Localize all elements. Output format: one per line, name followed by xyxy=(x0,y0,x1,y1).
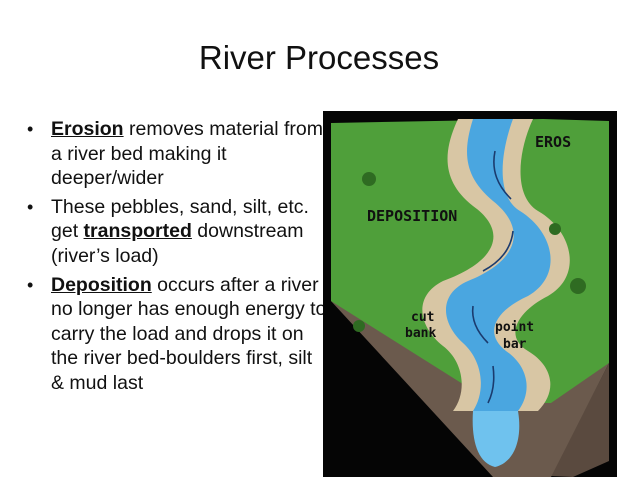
river-diagram: EROS DEPOSITION cut bank point bar xyxy=(323,111,617,477)
term-deposition: Deposition xyxy=(51,273,152,296)
bullet-erosion: • Erosion removes material from a river … xyxy=(27,118,323,190)
bullet-list: • Erosion removes material from a river … xyxy=(27,117,327,400)
tree-icons xyxy=(353,172,586,332)
bullet-dot-icon: • xyxy=(27,196,34,217)
term-transported: transported xyxy=(83,220,192,243)
bullet-dot-icon: • xyxy=(27,119,34,139)
bullet-dot-icon: • xyxy=(27,274,34,295)
flow-arrows xyxy=(471,150,514,404)
river-water xyxy=(445,119,551,411)
bullet-transport: • These pebbles, sand, silt, etc. get tr… xyxy=(27,195,309,267)
label-cut-bank: cut xyxy=(411,310,434,325)
bullet-deposition: • Deposition occurs after a river no lon… xyxy=(27,273,327,394)
slide-title: River Processes xyxy=(198,39,440,76)
label-cut-bank-line2: bank xyxy=(405,326,436,341)
label-deposition: DEPOSITION xyxy=(367,207,457,225)
grass-surface xyxy=(331,119,609,403)
label-point-bar-line2: bar xyxy=(503,337,527,352)
label-point-bar: point xyxy=(495,320,534,335)
river-cross-section xyxy=(472,411,520,467)
river-diagram-illustration: EROS DEPOSITION cut bank point bar xyxy=(331,119,609,477)
term-erosion: Erosion xyxy=(51,118,124,140)
label-erosion: EROS xyxy=(535,133,571,151)
